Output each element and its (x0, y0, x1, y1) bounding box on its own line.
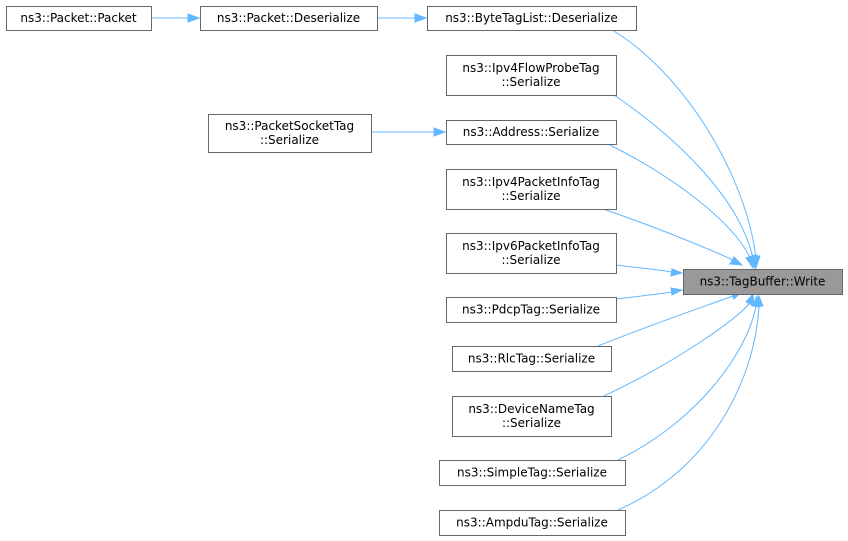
edge-pkt_deser-to-btl_deser (377, 13, 428, 23)
edge-line (617, 305, 760, 511)
node-label: ns3::AmpduTag::Serialize (456, 516, 608, 530)
edge-addr-to-write (607, 143, 755, 270)
node-label: ns3::PacketSocketTag (225, 119, 354, 133)
edge-ipv6pi-to-write (615, 264, 684, 277)
edge-pkt_pkt-to-pkt_deser (151, 13, 201, 23)
node-label: ns3::Ipv4FlowProbeTag (462, 61, 599, 75)
edge-ipv4pi-to-write (602, 208, 744, 266)
node-box (200, 6, 378, 31)
node-label: ns3::Packet::Deserialize (217, 11, 360, 25)
node-box (446, 55, 617, 96)
edge-rlc-to-write (597, 290, 744, 347)
edge-pdcp-to-write (615, 287, 684, 300)
node-label: ns3::Ipv4PacketInfoTag (462, 175, 600, 189)
node-label: ns3::Packet::Packet (20, 11, 136, 25)
node-label: ns3::PdcpTag::Serialize (462, 303, 600, 317)
node-box (208, 114, 372, 153)
node-btl_deser[interactable]: ns3::ByteTagList::Deserialize (427, 6, 637, 31)
node-label: ns3::SimpleTag::Serialize (457, 466, 607, 480)
edges-layer (151, 13, 764, 511)
node-box (446, 169, 617, 210)
node-ipv6pi[interactable]: ns3::Ipv6PacketInfoTag::Serialize (446, 233, 617, 274)
arrowhead-icon (745, 292, 755, 307)
edge-ipv4flow-to-write (613, 94, 758, 270)
nodes-layer: ns3::TagBuffer::Write ns3::ByteTagList::D… (6, 6, 843, 536)
node-simple[interactable]: ns3::SimpleTag::Serialize (439, 460, 626, 486)
node-label: ::Serialize (501, 253, 560, 267)
node-rlc[interactable]: ns3::RlcTag::Serialize (452, 346, 612, 372)
arrowhead-icon (670, 287, 684, 296)
edge-line (611, 29, 757, 259)
node-label: ns3::Address::Serialize (463, 125, 599, 139)
node-box (446, 297, 617, 323)
node-ipv4pi[interactable]: ns3::Ipv4PacketInfoTag::Serialize (446, 169, 617, 210)
edge-btl_deser-to-write (611, 29, 761, 270)
edge-line (603, 302, 751, 397)
node-label: ::Serialize (502, 416, 561, 430)
node-box (439, 460, 626, 486)
edge-line (602, 208, 734, 261)
edge-devname-to-write (603, 292, 755, 397)
node-ipv4flow[interactable]: ns3::Ipv4FlowProbeTag::Serialize (446, 55, 617, 96)
node-label: ns3::DeviceNameTag (468, 402, 594, 416)
node-box (452, 396, 612, 437)
node-box (439, 510, 626, 536)
arrowhead-icon (414, 13, 428, 23)
node-label: ns3::TagBuffer::Write (700, 275, 826, 289)
arrowhead-icon (745, 254, 755, 270)
node-label: ::Serialize (501, 189, 560, 203)
node-box (6, 6, 152, 31)
node-box (427, 6, 637, 31)
edge-line (607, 143, 751, 259)
edge-line (617, 305, 757, 461)
node-label: ::Serialize (501, 75, 560, 89)
node-pkt_deser[interactable]: ns3::Packet::Deserialize (200, 6, 378, 31)
node-label: ns3::ByteTagList::Deserialize (445, 11, 618, 25)
edge-pst-to-addr (371, 127, 447, 137)
node-devname[interactable]: ns3::DeviceNameTag::Serialize (452, 396, 612, 437)
node-pdcp[interactable]: ns3::PdcpTag::Serialize (446, 297, 617, 323)
edge-line (597, 295, 734, 347)
node-box (446, 233, 617, 274)
edge-line (615, 291, 673, 300)
node-ampdu[interactable]: ns3::AmpduTag::Serialize (439, 510, 626, 536)
arrowhead-icon (729, 256, 744, 266)
node-label: ns3::RlcTag::Serialize (468, 352, 595, 366)
node-write[interactable]: ns3::TagBuffer::Write (683, 269, 843, 295)
node-box (446, 120, 617, 145)
arrowhead-icon (670, 268, 684, 277)
arrowhead-icon (187, 13, 201, 23)
node-pst[interactable]: ns3::PacketSocketTag::Serialize (208, 114, 372, 153)
node-pkt_pkt[interactable]: ns3::Packet::Packet (6, 6, 152, 31)
node-label: ns3::Ipv6PacketInfoTag (462, 239, 600, 253)
node-label: ::Serialize (260, 133, 319, 147)
edge-line (615, 264, 673, 273)
arrowhead-icon (433, 127, 447, 137)
node-addr[interactable]: ns3::Address::Serialize (446, 120, 617, 145)
edge-line (613, 94, 754, 259)
edge-ampdu-to-write (617, 294, 764, 511)
node-box (683, 269, 843, 295)
arrowhead-icon (754, 294, 764, 307)
node-box (452, 346, 612, 372)
